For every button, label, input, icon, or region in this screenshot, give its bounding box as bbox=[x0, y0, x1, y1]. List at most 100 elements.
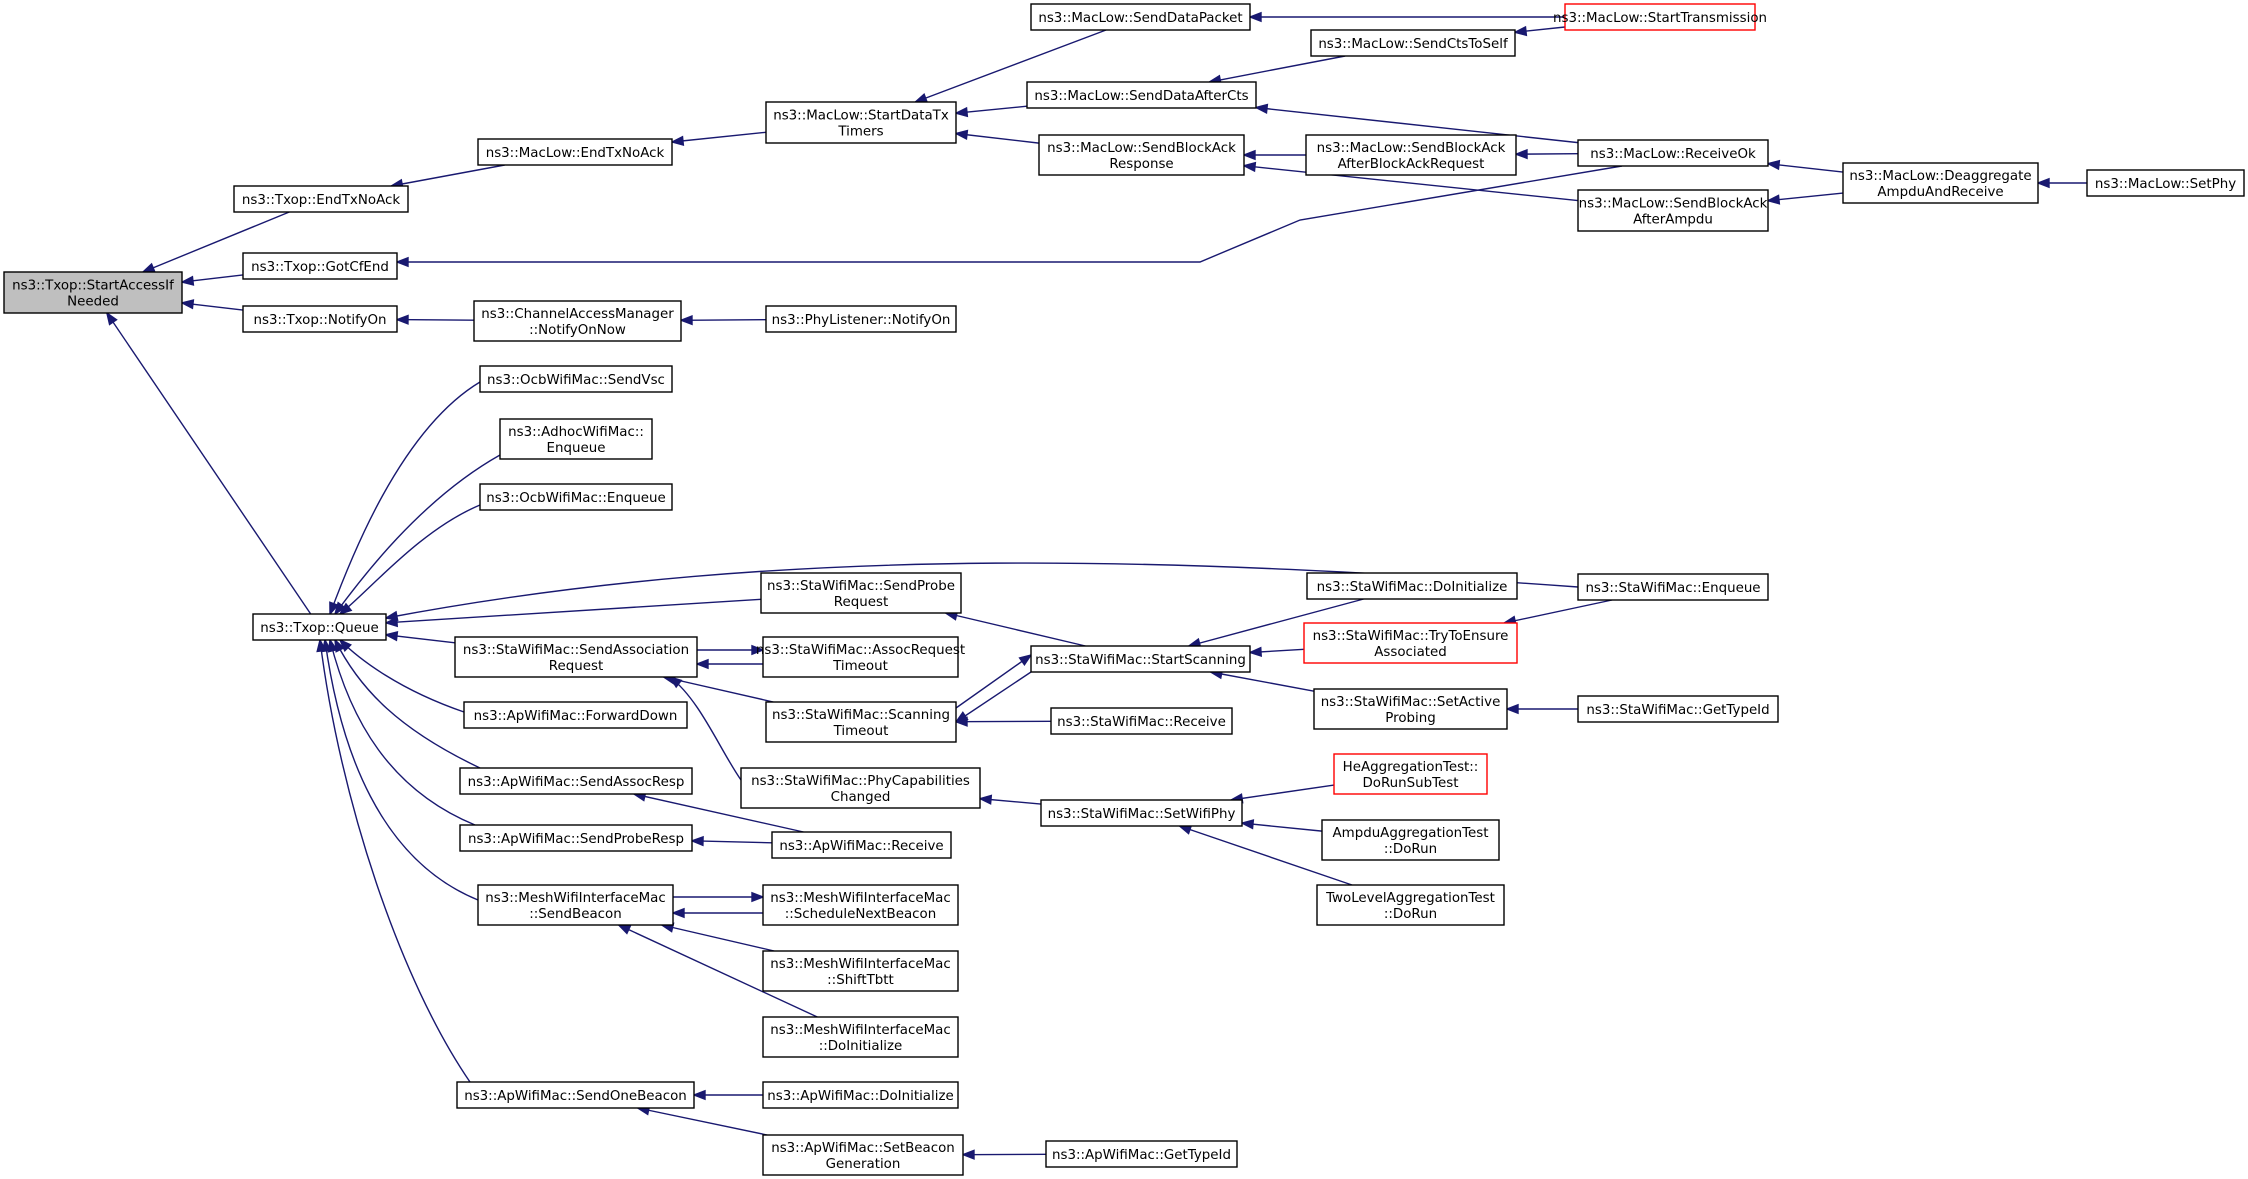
node-senddatapacket[interactable]: ns3::MacLow::SendDataPacket bbox=[1030, 3, 1251, 31]
node-stareceive[interactable]: ns3::StaWifiMac::Receive bbox=[1050, 707, 1233, 735]
node-stagettypeid[interactable]: ns3::StaWifiMac::GetTypeId bbox=[1577, 695, 1779, 723]
node-meshshift[interactable]: ns3::MeshWifiInterfaceMac::ShiftTbtt bbox=[762, 950, 959, 992]
node-apsendassocresp[interactable]: ns3::ApWifiMac::SendAssocResp bbox=[459, 767, 693, 795]
node-staenqueue[interactable]: ns3::StaWifiMac::Enqueue bbox=[1577, 573, 1769, 601]
node-apforwarddown[interactable]: ns3::ApWifiMac::ForwardDown bbox=[463, 701, 688, 729]
node-box-apforwarddown[interactable] bbox=[463, 701, 688, 729]
node-ocbenqueue[interactable]: ns3::OcbWifiMac::Enqueue bbox=[479, 483, 673, 511]
node-box-receiveok[interactable] bbox=[1577, 139, 1769, 167]
node-box-endtxnoack_maclow[interactable] bbox=[477, 138, 673, 166]
node-meshschedule[interactable]: ns3::MeshWifiInterfaceMac::ScheduleNextB… bbox=[762, 884, 959, 926]
node-meshdoinit[interactable]: ns3::MeshWifiInterfaceMac::DoInitialize bbox=[762, 1016, 959, 1058]
node-apsendonebeacon[interactable]: ns3::ApWifiMac::SendOneBeacon bbox=[456, 1081, 695, 1109]
node-notifyonnow[interactable]: ns3::ChannelAccessManager::NotifyOnNow bbox=[473, 300, 682, 342]
node-twolevelaggtest[interactable]: TwoLevelAggregationTest::DoRun bbox=[1316, 884, 1505, 926]
node-stastartscanning[interactable]: ns3::StaWifiMac::StartScanning bbox=[1030, 645, 1251, 673]
node-box-sendblockackafterampdu[interactable] bbox=[1577, 189, 1769, 232]
node-receiveok[interactable]: ns3::MacLow::ReceiveOk bbox=[1577, 139, 1769, 167]
node-box-meshsendbeacon[interactable] bbox=[477, 884, 674, 926]
node-endtxnoack_maclow[interactable]: ns3::MacLow::EndTxNoAck bbox=[477, 138, 673, 166]
node-box-startdatatxtimers[interactable] bbox=[765, 101, 957, 144]
node-box-apdoinit[interactable] bbox=[762, 1081, 959, 1109]
node-starttransmission[interactable]: ns3::MacLow::StartTransmission bbox=[1553, 3, 1767, 31]
node-apdoinit[interactable]: ns3::ApWifiMac::DoInitialize bbox=[762, 1081, 959, 1109]
node-box-ocbenqueue[interactable] bbox=[479, 483, 673, 511]
node-adhocenqueue[interactable]: ns3::AdhocWifiMac::Enqueue bbox=[499, 418, 653, 460]
node-gotcfend[interactable]: ns3::Txop::GotCfEnd bbox=[242, 252, 398, 280]
node-box-twolevelaggtest[interactable] bbox=[1316, 884, 1505, 926]
node-box-senddataaftercts[interactable] bbox=[1026, 81, 1257, 109]
node-phylistener[interactable]: ns3::PhyListener::NotifyOn bbox=[765, 305, 957, 333]
node-box-stasendassoc[interactable] bbox=[454, 636, 698, 678]
node-sendblockackafterbar[interactable]: ns3::MacLow::SendBlockAckAfterBlockAckRe… bbox=[1305, 134, 1517, 176]
node-box-staassocreqtimeout[interactable] bbox=[762, 636, 959, 678]
node-box-startaccess[interactable] bbox=[3, 271, 183, 314]
node-box-apsendassocresp[interactable] bbox=[459, 767, 693, 795]
node-box-stagettypeid[interactable] bbox=[1577, 695, 1779, 723]
node-box-senddatapacket[interactable] bbox=[1030, 3, 1251, 31]
node-box-stastartscanning[interactable] bbox=[1030, 645, 1251, 673]
node-ocbsendvsc[interactable]: ns3::OcbWifiMac::SendVsc bbox=[479, 365, 673, 393]
node-box-meshdoinit[interactable] bbox=[762, 1016, 959, 1058]
node-box-stasetactive[interactable] bbox=[1313, 688, 1508, 730]
node-box-stadoinit[interactable] bbox=[1306, 572, 1518, 600]
node-box-meshshift[interactable] bbox=[762, 950, 959, 992]
node-apreceive[interactable]: ns3::ApWifiMac::Receive bbox=[771, 831, 952, 859]
node-box-apreceive[interactable] bbox=[771, 831, 952, 859]
node-meshsendbeacon[interactable]: ns3::MeshWifiInterfaceMac::SendBeacon bbox=[477, 884, 674, 926]
node-box-adhocenqueue[interactable] bbox=[499, 418, 653, 460]
node-box-ocbsendvsc[interactable] bbox=[479, 365, 673, 393]
node-box-ampduaggtest[interactable] bbox=[1321, 819, 1500, 861]
node-apgettypeid[interactable]: ns3::ApWifiMac::GetTypeId bbox=[1045, 1140, 1238, 1168]
node-endtxnoack_txop[interactable]: ns3::Txop::EndTxNoAck bbox=[233, 185, 409, 213]
node-box-endtxnoack_txop[interactable] bbox=[233, 185, 409, 213]
node-box-sendblockackresponse[interactable] bbox=[1038, 134, 1245, 176]
node-setphy[interactable]: ns3::MacLow::SetPhy bbox=[2086, 169, 2245, 197]
node-box-starttransmission[interactable] bbox=[1564, 3, 1756, 31]
node-box-apsendproberesp[interactable] bbox=[459, 824, 693, 852]
node-box-meshschedule[interactable] bbox=[762, 884, 959, 926]
node-sendctstoself[interactable]: ns3::MacLow::SendCtsToSelf bbox=[1310, 29, 1516, 57]
node-box-heaggtest[interactable] bbox=[1333, 753, 1488, 795]
node-box-staphycap[interactable] bbox=[740, 767, 981, 809]
node-heaggtest[interactable]: HeAggregationTest::DoRunSubTest bbox=[1333, 753, 1488, 795]
node-box-sendblockackafterbar[interactable] bbox=[1305, 134, 1517, 176]
node-apsendproberesp[interactable]: ns3::ApWifiMac::SendProbeResp bbox=[459, 824, 693, 852]
node-box-stascanningtimeout[interactable] bbox=[765, 701, 957, 743]
node-stasetwifiphy[interactable]: ns3::StaWifiMac::SetWifiPhy bbox=[1040, 799, 1243, 827]
node-box-setphy[interactable] bbox=[2086, 169, 2245, 197]
node-box-apgettypeid[interactable] bbox=[1045, 1140, 1238, 1168]
node-box-staenqueue[interactable] bbox=[1577, 573, 1769, 601]
node-box-gotcfend[interactable] bbox=[242, 252, 398, 280]
node-senddataaftercts[interactable]: ns3::MacLow::SendDataAfterCts bbox=[1026, 81, 1257, 109]
node-box-notifyonnow[interactable] bbox=[473, 300, 682, 342]
node-notifyon[interactable]: ns3::Txop::NotifyOn bbox=[242, 305, 398, 333]
node-box-statrytoensure[interactable] bbox=[1303, 622, 1518, 664]
node-box-queue[interactable] bbox=[252, 613, 387, 641]
node-box-deaggregate[interactable] bbox=[1842, 162, 2039, 204]
node-box-sendctstoself[interactable] bbox=[1310, 29, 1516, 57]
node-ampduaggtest[interactable]: AmpduAggregationTest::DoRun bbox=[1321, 819, 1500, 861]
node-box-stareceive[interactable] bbox=[1050, 707, 1233, 735]
node-queue[interactable]: ns3::Txop::Queue bbox=[252, 613, 387, 641]
node-box-apsendonebeacon[interactable] bbox=[456, 1081, 695, 1109]
node-stadoinit[interactable]: ns3::StaWifiMac::DoInitialize bbox=[1306, 572, 1518, 600]
node-box-notifyon[interactable] bbox=[242, 305, 398, 333]
node-box-phylistener[interactable] bbox=[765, 305, 957, 333]
node-box-apsetbeacongen[interactable] bbox=[762, 1134, 964, 1176]
node-box-stasetwifiphy[interactable] bbox=[1040, 799, 1243, 827]
node-box-stasendproberequest[interactable] bbox=[760, 572, 962, 614]
